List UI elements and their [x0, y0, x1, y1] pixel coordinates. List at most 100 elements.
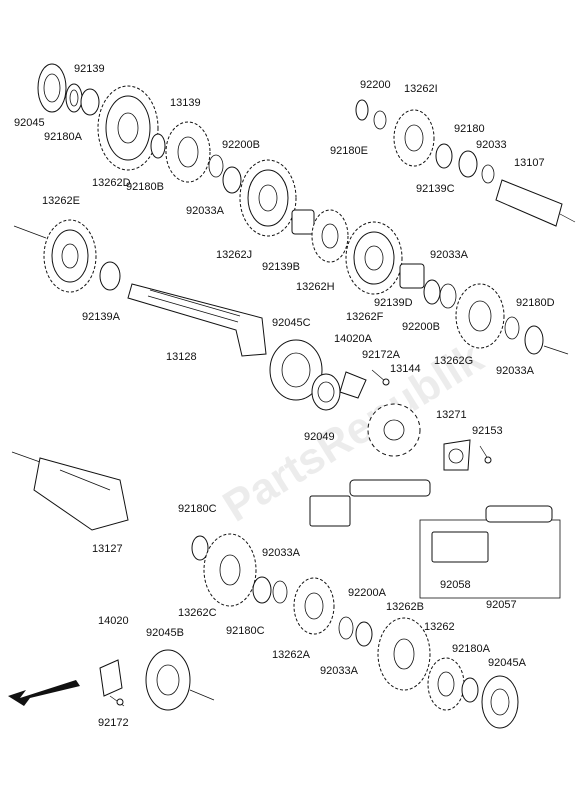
label-92180D: 92180D — [516, 297, 555, 309]
label-13262J: 13262J — [216, 249, 252, 261]
label-92139D: 92139D — [374, 297, 413, 309]
circlip-92033A-low — [272, 580, 288, 604]
label-92045B: 92045B — [146, 627, 184, 639]
label-92045A: 92045A — [488, 657, 527, 669]
label-14020: 14020 — [98, 615, 129, 627]
washer-92200B-mid — [423, 279, 441, 305]
bushing-92139B — [291, 209, 315, 235]
washer-92180D — [524, 325, 569, 355]
circlip-92033 — [481, 164, 495, 184]
label-92033: 92033 — [476, 139, 507, 151]
washer-92180A-low — [461, 677, 479, 703]
bolt-92153 — [479, 445, 492, 464]
gear-13262F — [345, 221, 403, 295]
label-13262E: 13262E — [42, 195, 80, 207]
bearing-92045C — [269, 339, 323, 401]
label-13262I: 13262I — [404, 83, 438, 95]
gear-13262I — [393, 109, 435, 167]
chain-kit-box — [419, 505, 561, 599]
label-13262G: 13262G — [434, 355, 473, 367]
label-92045: 92045 — [14, 117, 45, 129]
gear-13262E — [13, 219, 97, 293]
label-13262D: 13262D — [92, 177, 131, 189]
label-92057: 92057 — [486, 599, 517, 611]
gear-13139 — [165, 121, 211, 183]
bushing-92139A — [99, 261, 121, 291]
label-92058: 92058 — [440, 579, 471, 591]
label-92180E: 92180E — [330, 145, 368, 157]
label-92139C: 92139C — [416, 183, 455, 195]
washer-92180B — [150, 133, 166, 159]
gear-13262B — [377, 617, 431, 691]
label-92153: 92153 — [472, 425, 503, 437]
bearing-92045B — [145, 649, 215, 711]
plate-14020A — [339, 371, 367, 399]
collar-92180A — [65, 83, 83, 113]
label-13139: 13139 — [170, 97, 201, 109]
label-92180C-top: 92180C — [178, 503, 217, 515]
washer-92200B-top — [222, 166, 242, 194]
label-92180B: 92180B — [126, 181, 164, 193]
label-14020A: 14020A — [334, 333, 373, 345]
label-13262A: 13262A — [272, 649, 311, 661]
shaft-13107 — [495, 179, 576, 227]
washer-92180C-low — [252, 576, 272, 604]
gear-13262 — [427, 657, 465, 711]
label-92049: 92049 — [304, 431, 335, 443]
label-13127: 13127 — [92, 543, 123, 555]
plate-14020 — [99, 659, 123, 697]
label-92033A-low: 92033A — [262, 547, 301, 559]
shaft-13127 — [11, 451, 129, 531]
bushing-92139 — [80, 88, 100, 116]
label-92200A: 92200A — [348, 587, 387, 599]
shaft-13128 — [127, 283, 267, 357]
label-92139: 92139 — [74, 63, 105, 75]
chain-small — [309, 479, 431, 527]
washer-92180 — [458, 150, 478, 178]
bearing-92045 — [37, 63, 67, 113]
label-13262C: 13262C — [178, 607, 217, 619]
circlip-92033A-bottom — [338, 616, 354, 640]
label-92180A-low: 92180A — [452, 643, 491, 655]
bolt-92172 — [109, 695, 125, 707]
label-13144: 13144 — [390, 363, 421, 375]
label-13262F: 13262F — [346, 311, 384, 323]
bushing-92139C — [435, 143, 453, 169]
circlip-92033A-mid — [439, 283, 457, 309]
label-13262H: 13262H — [296, 281, 335, 293]
circlip-92200 — [373, 110, 387, 130]
circlip-92033A-right — [504, 316, 520, 340]
label-92033A-right: 92033A — [496, 365, 535, 377]
label-92180: 92180 — [454, 123, 485, 135]
gear-13262C — [203, 533, 257, 607]
label-92172A: 92172A — [362, 349, 401, 361]
label-92200: 92200 — [360, 79, 391, 91]
label-92045C: 92045C — [272, 317, 311, 329]
bolt-92172A — [371, 369, 390, 386]
label-92139A: 92139A — [82, 311, 121, 323]
gear-13262H — [311, 209, 349, 263]
oil-seal-92049 — [311, 373, 341, 411]
washer-92200A — [355, 621, 373, 647]
sprocket-13144 — [367, 403, 421, 457]
label-13262B: 13262B — [386, 601, 424, 613]
gear-13262G — [455, 283, 505, 349]
label-13107: 13107 — [514, 157, 545, 169]
label-92200B-top: 92200B — [222, 139, 260, 151]
gear-13262J — [239, 159, 297, 237]
washer-92180E — [355, 99, 369, 121]
gear-13262D — [97, 85, 159, 171]
front-arrow-icon — [8, 680, 80, 706]
label-92139B: 92139B — [262, 261, 300, 273]
label-92200B-mid: 92200B — [402, 321, 440, 333]
label-13262: 13262 — [424, 621, 455, 633]
bearing-92045A — [481, 675, 519, 729]
gear-13262A — [293, 577, 335, 635]
washer-92180C-top — [191, 535, 209, 561]
label-92033A-bottom: 92033A — [320, 665, 359, 677]
label-92033A-top: 92033A — [186, 205, 225, 217]
holder-13271 — [443, 439, 471, 471]
label-92172: 92172 — [98, 717, 129, 729]
